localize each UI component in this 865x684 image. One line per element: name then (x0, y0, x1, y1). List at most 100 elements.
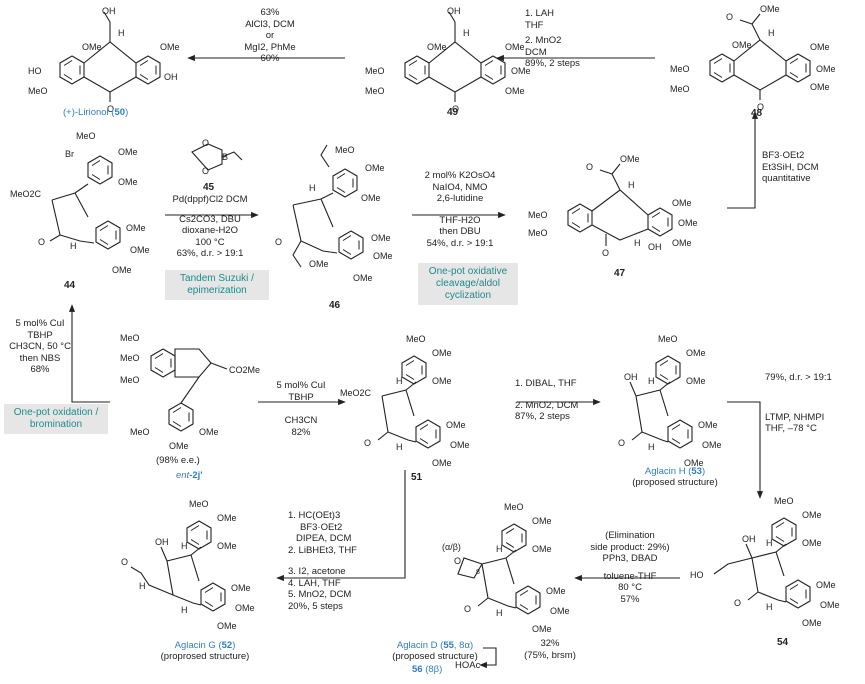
svg-text:H: H (396, 376, 403, 386)
svg-text:OMe: OMe (235, 603, 255, 613)
structure-aglacin-g-52: MeO OMe OMe OH H O H H OMe OMe OMe (121, 499, 255, 631)
svg-text:H: H (496, 544, 503, 554)
svg-text:OMe: OMe (532, 624, 552, 634)
svg-text:OMe: OMe (686, 376, 706, 386)
svg-text:MeO: MeO (120, 353, 140, 363)
label-ee: (98% e.e.) (156, 455, 200, 466)
svg-text:OMe: OMe (684, 458, 704, 468)
svg-text:MeO: MeO (120, 333, 140, 343)
svg-text:HO: HO (28, 66, 42, 76)
svg-text:H: H (139, 581, 146, 591)
svg-text:OMe: OMe (217, 621, 237, 631)
svg-text:O: O (121, 557, 128, 567)
svg-text:MeO2C: MeO2C (340, 388, 372, 398)
structure-51: MeO OMe OMe MeO2C H O H OMe OMe OMe (340, 334, 470, 468)
label-compound-44: 44 (64, 280, 76, 291)
svg-text:OMe: OMe (620, 154, 640, 164)
svg-text:O: O (464, 604, 471, 614)
svg-text:O: O (454, 556, 461, 566)
note-oxidation-bromination: One-pot oxidation /bromination (4, 404, 108, 434)
svg-text:OMe: OMe (450, 440, 470, 450)
svg-text:OMe: OMe (130, 245, 150, 255)
svg-text:Br: Br (65, 149, 74, 159)
conditions-55-to-56-yield: 32%(75%, brsm) (524, 638, 576, 661)
svg-text:HO: HO (690, 570, 704, 580)
structure-aglacin-h-53: MeO OMe OMe OH H O H OMe OMe OMe (618, 334, 722, 468)
svg-text:OMe: OMe (118, 177, 138, 187)
reaction-arrows (68, 54, 764, 669)
svg-text:H: H (118, 28, 125, 38)
label-aglacin-d: Aglacin D (55, 8α) (proposed structure) (392, 640, 478, 662)
svg-text:OH: OH (624, 372, 638, 382)
svg-text:MeO: MeO (670, 84, 690, 94)
label-compound-45: 45 (203, 182, 215, 193)
structure-ent-2j: MeO MeO MeO CO2Me MeO OMe OMe (120, 333, 260, 451)
svg-text:O: O (202, 166, 209, 176)
structure-47: O OMe H MeO MeO O H OH OMe OMe OMe (528, 154, 698, 258)
svg-text:OH: OH (164, 72, 178, 82)
label-compound-48: 48 (751, 108, 763, 119)
svg-text:OMe: OMe (353, 273, 373, 283)
conditions-55-to-56-reagent: HOAc (455, 660, 481, 671)
svg-text:CO2Me: CO2Me (229, 365, 260, 375)
svg-text:OMe: OMe (217, 513, 237, 523)
label-compound-46: 46 (329, 300, 341, 311)
svg-text:MeO: MeO (189, 499, 209, 509)
svg-text:H: H (181, 605, 188, 615)
svg-text:O: O (726, 12, 733, 22)
conditions-51-to-52: 1. HC(OEt)3 BF3·OEt2 DIPEA, DCM 2. LiBHE… (288, 510, 357, 612)
svg-text:OMe: OMe (432, 458, 452, 468)
svg-text:OMe: OMe (427, 42, 447, 52)
svg-text:MeO: MeO (335, 145, 355, 155)
svg-text:OMe: OMe (816, 580, 836, 590)
svg-text:OMe: OMe (732, 40, 752, 50)
svg-text:MeO: MeO (406, 334, 426, 344)
svg-text:MeO: MeO (528, 228, 548, 238)
svg-text:H: H (396, 442, 403, 452)
svg-text:OMe: OMe (371, 233, 391, 243)
label-compound-ent-2j: ent-2j' (176, 470, 203, 481)
svg-text:OH: OH (648, 242, 662, 252)
svg-text:OMe: OMe (532, 516, 552, 526)
svg-text:H: H (766, 538, 773, 548)
svg-text:MeO: MeO (365, 66, 385, 76)
label-compound-49: 49 (447, 107, 459, 118)
svg-text:OMe: OMe (760, 4, 780, 14)
svg-text:OMe: OMe (672, 198, 692, 208)
svg-text:OH: OH (155, 537, 169, 547)
svg-text:OMe: OMe (550, 606, 570, 616)
svg-text:OMe: OMe (810, 42, 830, 52)
svg-text:OMe: OMe (810, 82, 830, 92)
svg-text:OMe: OMe (361, 193, 381, 203)
svg-text:H: H (463, 28, 470, 38)
label-compound-54: 54 (777, 637, 789, 648)
svg-text:MeO: MeO (658, 334, 678, 344)
svg-text:OMe: OMe (802, 538, 822, 548)
svg-text:OMe: OMe (816, 64, 836, 74)
svg-text:OH: OH (742, 534, 756, 544)
label-compound-50: (+)-Lirionol (50) (63, 107, 129, 118)
svg-text:B: B (222, 152, 228, 162)
svg-text:MeO: MeO (528, 210, 548, 220)
svg-text:OMe: OMe (686, 348, 706, 358)
svg-text:OMe: OMe (505, 42, 525, 52)
svg-text:H: H (768, 28, 775, 38)
svg-text:MeO: MeO (130, 427, 150, 437)
label-compound-51: 51 (411, 472, 423, 483)
svg-text:H: H (634, 238, 641, 248)
svg-text:OMe: OMe (802, 618, 822, 628)
svg-text:OMe: OMe (126, 223, 146, 233)
svg-text:O: O (618, 438, 625, 448)
arrow-51-to-52 (276, 470, 406, 582)
svg-text:O: O (757, 102, 764, 112)
svg-text:H: H (628, 180, 635, 190)
